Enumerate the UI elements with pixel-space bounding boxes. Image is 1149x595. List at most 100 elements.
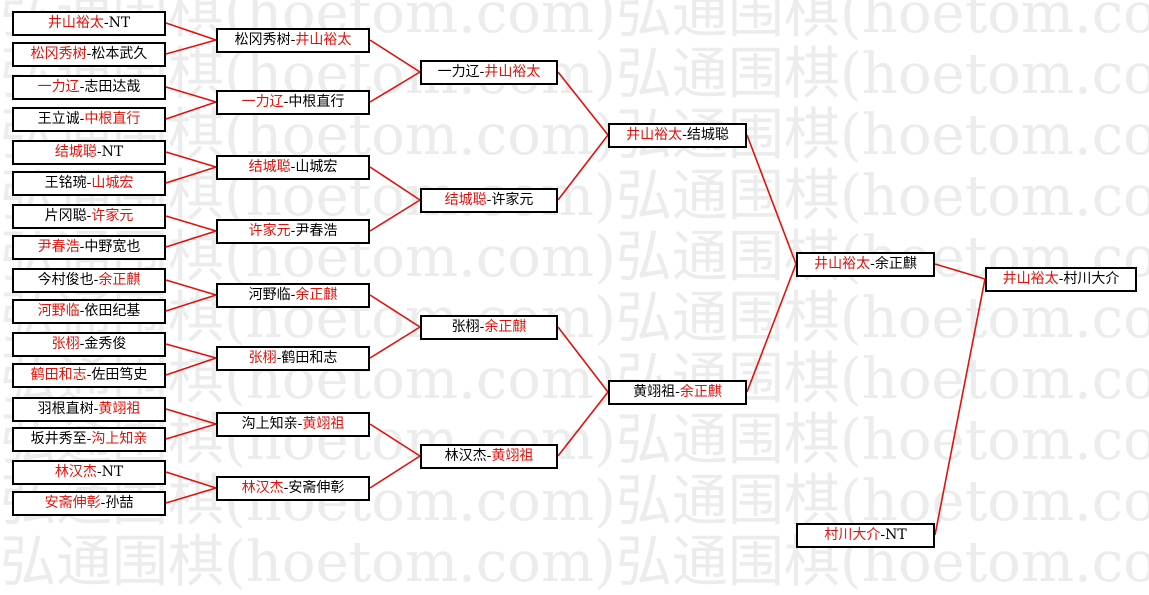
player-b: 黄翊祖 xyxy=(302,416,345,432)
versus-separator: - xyxy=(103,15,109,31)
versus-separator: - xyxy=(96,144,102,160)
player-a: 张栩 xyxy=(451,319,480,335)
match-box: 井山裕太-结城聪 xyxy=(608,122,747,148)
bracket-connector-line xyxy=(165,408,217,425)
player-b: 黄翊祖 xyxy=(491,448,534,464)
bracket-connector-line xyxy=(165,86,217,103)
match-box: 河野临-依田纪基 xyxy=(12,298,166,324)
bracket-connector-line xyxy=(369,39,421,73)
bracket-connector-line xyxy=(369,199,421,232)
versus-separator: - xyxy=(675,384,680,400)
player-a: 林汉杰 xyxy=(54,464,97,480)
player-b: 余正麒 xyxy=(295,287,338,303)
bracket-connector-line xyxy=(165,101,217,120)
versus-separator: - xyxy=(486,448,492,464)
match-box: 张栩-余正麒 xyxy=(420,314,558,340)
versus-separator: - xyxy=(86,431,92,447)
bracket-connector-line xyxy=(165,22,217,41)
versus-separator: - xyxy=(86,367,92,383)
bracket-connector-line xyxy=(746,263,797,393)
player-a: 结城聪 xyxy=(54,144,97,160)
player-a: 张栩 xyxy=(248,350,277,366)
player-a: 村川大介 xyxy=(824,527,881,543)
match-box: 村川大介-NT xyxy=(796,522,935,548)
player-b: 鹤田和志 xyxy=(281,350,338,366)
player-a: 一力辽 xyxy=(37,79,80,95)
match-box: 林汉杰-黄翊祖 xyxy=(420,443,558,469)
player-a: 结城聪 xyxy=(248,159,291,175)
player-a: 今村俊也 xyxy=(37,272,94,288)
bracket-connector-line xyxy=(165,343,217,359)
player-a: 坂井秀至 xyxy=(30,431,87,447)
bracket-connector-line xyxy=(369,71,421,103)
bracket-connector-line xyxy=(165,357,217,376)
player-b: NT xyxy=(101,464,124,480)
player-b: 结城聪 xyxy=(686,127,729,143)
bracket-connector-line xyxy=(165,279,217,296)
bracket-connector-line xyxy=(165,230,217,248)
player-b: 中根直行 xyxy=(288,94,345,110)
versus-separator: - xyxy=(79,239,85,255)
bracket-connector-line xyxy=(165,215,217,232)
match-box: 一力辽-井山裕太 xyxy=(420,59,558,85)
player-b: 孙喆 xyxy=(105,495,134,511)
versus-separator: - xyxy=(79,303,85,319)
match-box: 井山裕太-村川大介 xyxy=(985,266,1137,292)
player-b: 沟上知亲 xyxy=(91,431,148,447)
match-box: 尹春浩-中野宽也 xyxy=(12,234,166,260)
player-a: 井山裕太 xyxy=(626,127,683,143)
player-b: 余正麒 xyxy=(484,319,527,335)
player-b: 许家元 xyxy=(91,208,134,224)
bracket-connector-line xyxy=(557,391,609,457)
match-box: 松冈秀树-井山裕太 xyxy=(216,27,370,53)
versus-separator: - xyxy=(86,208,92,224)
player-a: 松冈秀树 xyxy=(234,32,291,48)
player-b: 黄翊祖 xyxy=(98,401,141,417)
bracket-connector-line xyxy=(165,166,217,184)
match-box: 今村俊也-余正麒 xyxy=(12,267,166,293)
versus-separator: - xyxy=(93,272,99,288)
match-box: 鹤田和志-佐田笃史 xyxy=(12,362,166,388)
player-a: 尹春浩 xyxy=(37,239,80,255)
player-b: 尹春浩 xyxy=(295,223,338,239)
player-b: 山城宏 xyxy=(295,159,338,175)
bracket-connector-line xyxy=(369,455,421,489)
player-a: 井山裕太 xyxy=(47,15,104,31)
versus-separator: - xyxy=(283,94,289,110)
player-a: 沟上知亲 xyxy=(241,416,298,432)
versus-separator: - xyxy=(93,401,99,417)
player-b: 松本武久 xyxy=(91,46,148,62)
player-b: 余正麒 xyxy=(679,384,722,400)
player-b: 井山裕太 xyxy=(484,64,541,80)
versus-separator: - xyxy=(79,111,85,127)
bracket-connector-line xyxy=(165,487,217,504)
bracket-connector-line xyxy=(934,263,986,280)
player-a: 松冈秀树 xyxy=(30,46,87,62)
player-b: NT xyxy=(101,144,124,160)
match-box: 松冈秀树-松本武久 xyxy=(12,41,166,67)
match-box: 黄翊祖-余正麒 xyxy=(608,379,747,405)
match-box: 张栩-金秀俊 xyxy=(12,331,166,357)
versus-separator: - xyxy=(290,159,296,175)
player-b: 山城宏 xyxy=(91,175,134,191)
match-box: 结城聪-NT xyxy=(12,139,166,165)
match-box: 王立诚-中根直行 xyxy=(12,106,166,132)
versus-separator: - xyxy=(276,350,282,366)
player-b: 佐田笃史 xyxy=(91,367,148,383)
player-a: 井山裕太 xyxy=(1002,271,1059,287)
player-a: 许家元 xyxy=(248,223,291,239)
bracket-connector-line xyxy=(557,71,609,136)
versus-separator: - xyxy=(283,480,289,496)
player-a: 片冈聪 xyxy=(44,208,87,224)
player-a: 一力辽 xyxy=(437,64,480,80)
bracket-connector-line xyxy=(165,151,217,168)
match-box: 沟上知亲-黄翊祖 xyxy=(216,411,370,437)
bracket-connector-line xyxy=(165,39,217,55)
player-a: 河野临 xyxy=(248,287,291,303)
match-box: 结城聪-许家元 xyxy=(420,187,558,213)
bracket-connector-line xyxy=(369,423,421,457)
bracket-connector-line xyxy=(557,326,609,393)
player-a: 结城聪 xyxy=(444,192,487,208)
versus-separator: - xyxy=(870,256,875,272)
player-b: 金秀俊 xyxy=(84,336,127,352)
